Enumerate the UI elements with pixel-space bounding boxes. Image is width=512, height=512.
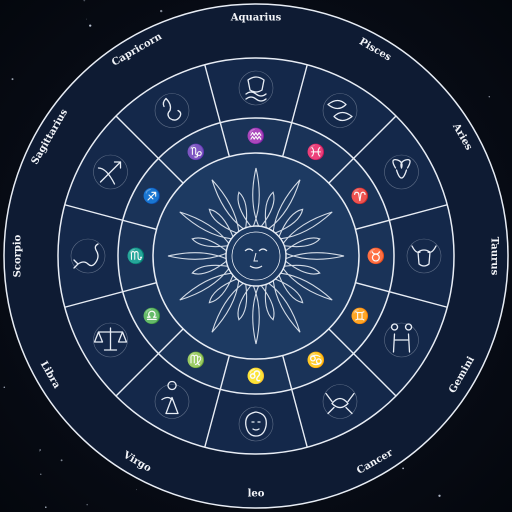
twins-icon — [384, 322, 419, 358]
sun-ray — [237, 284, 252, 321]
glyph-taurus: ♉ — [367, 247, 386, 265]
divider-line — [204, 355, 231, 448]
star — [86, 503, 88, 506]
sun-ray — [211, 280, 244, 333]
glyph-scorpio: ♏ — [127, 247, 146, 265]
sun-ray — [280, 211, 333, 244]
sun-ray — [280, 268, 333, 301]
star — [3, 386, 6, 388]
scales-icon — [93, 322, 128, 358]
glyph-libra: ♎ — [143, 307, 162, 325]
sun-ray — [208, 275, 237, 304]
star — [136, 489, 138, 491]
star — [488, 96, 491, 98]
bull-icon — [406, 238, 442, 274]
sun-ray — [268, 179, 301, 232]
divider-line — [64, 281, 157, 308]
sun-ray — [167, 252, 227, 260]
sun-ray — [260, 191, 275, 228]
divider-line — [64, 204, 157, 231]
glyph-aries: ♈ — [351, 187, 370, 205]
divider-line — [355, 281, 448, 308]
divider-lines — [64, 64, 448, 448]
bow-arrow-icon — [93, 154, 128, 190]
sun-ray — [252, 167, 260, 227]
water-bearer-icon — [238, 70, 274, 106]
scorpion-icon — [70, 238, 106, 274]
sea-goat-icon — [154, 93, 190, 128]
divider-line — [328, 328, 397, 397]
starfield — [3, 0, 491, 508]
crab-icon — [322, 384, 358, 419]
divider-line — [115, 115, 184, 184]
sun-face-icon — [167, 167, 345, 345]
sun-ray — [191, 237, 228, 252]
sun-ray — [237, 191, 252, 228]
star — [438, 494, 441, 497]
sun-ray — [284, 237, 321, 252]
sun-ray — [275, 208, 304, 237]
sign-label-aquarius: Aquarius — [230, 13, 282, 24]
maiden-icon — [154, 380, 190, 419]
glyph-sagittarius: ♐ — [143, 187, 162, 205]
star — [402, 467, 404, 470]
star — [45, 506, 47, 508]
ram-icon — [384, 154, 419, 190]
star — [39, 450, 40, 452]
divider-line — [204, 64, 231, 157]
divider-line — [328, 115, 397, 184]
sun-ray — [275, 275, 304, 304]
star — [40, 473, 42, 475]
sun-ray — [285, 252, 345, 260]
divider-line — [281, 64, 308, 157]
sun-ray — [179, 268, 232, 301]
sign-label-taurus: Taurus — [489, 237, 500, 276]
sun-ray — [211, 179, 244, 232]
star — [85, 18, 87, 20]
glyph-capricorn: ♑ — [187, 143, 206, 161]
sun-ray — [191, 260, 228, 275]
glyph-virgo: ♍ — [187, 351, 206, 369]
sign-label-leo: leo — [248, 489, 265, 500]
star — [11, 78, 14, 81]
glyph-cancer: ♋ — [307, 351, 326, 369]
star — [83, 0, 86, 2]
sign-icons — [70, 70, 442, 442]
star — [60, 459, 63, 462]
sun-ray — [252, 285, 260, 345]
sun-ray — [260, 284, 275, 321]
sign-glyphs: ♒ ♓ ♈ ♉ ♊ ♋ ♌ ♍ ♎ ♏ ♐ ♑ — [127, 127, 386, 385]
divider-line — [355, 204, 448, 231]
glyph-leo: ♌ — [247, 367, 266, 385]
star — [39, 449, 42, 451]
sun-ray — [268, 280, 301, 333]
lion-icon — [238, 406, 274, 442]
divider-line — [115, 328, 184, 397]
star — [160, 9, 163, 13]
sun-ray — [179, 211, 232, 244]
sun-ray — [208, 208, 237, 237]
sign-label-scorpio: Scorpio — [13, 234, 24, 277]
two-fish-icon — [322, 93, 358, 128]
sun-ray — [284, 260, 321, 275]
divider-line — [281, 355, 308, 448]
glyph-aquarius: ♒ — [247, 127, 266, 145]
star — [89, 24, 92, 27]
glyph-gemini: ♊ — [351, 307, 370, 325]
glyph-pisces: ♓ — [307, 143, 326, 161]
